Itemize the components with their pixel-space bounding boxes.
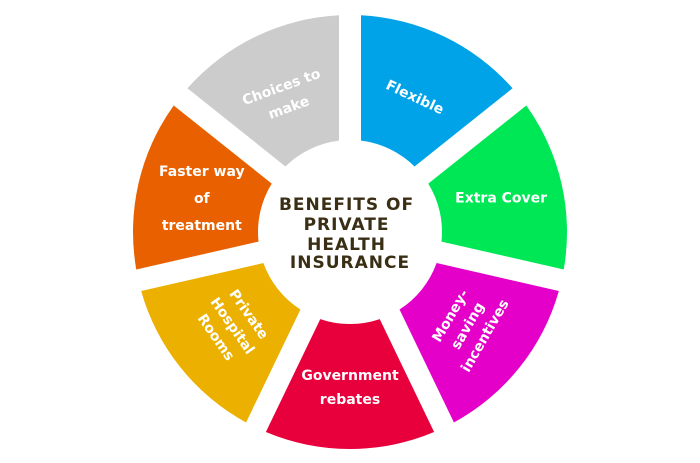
- segment-label-faster-way-of-treatment: Faster way of treatment: [159, 164, 245, 234]
- center-title-line: INSURANCE: [290, 253, 410, 273]
- segment-label-line: of: [194, 191, 211, 207]
- center-title: BENEFITS OF PRIVATE HEALTH INSURANCE: [279, 195, 421, 273]
- segment-label-extra-cover: Extra Cover: [455, 191, 547, 207]
- center-title-line: HEALTH: [307, 235, 386, 255]
- segment-label-government-rebates: Government rebates: [301, 368, 399, 408]
- segment-government-rebates: [265, 319, 435, 449]
- segment-faster-way-of-treatment: [132, 105, 272, 270]
- segment-label-line: rebates: [320, 392, 380, 408]
- segment-money-saving-incentives: [399, 263, 559, 423]
- segment-label-line: treatment: [162, 218, 242, 234]
- center-title-line: PRIVATE: [304, 215, 390, 235]
- segment-private-hospital-rooms: [141, 263, 301, 423]
- segment-label-line: Government: [301, 368, 399, 384]
- segment-flexible: [361, 15, 513, 167]
- segment-choices-to-make: [187, 15, 339, 167]
- center-title-line: BENEFITS OF: [279, 195, 414, 215]
- segment-label-line: Extra Cover: [455, 191, 547, 207]
- segment-extra-cover: [428, 105, 567, 270]
- segment-label-line: Faster way: [159, 164, 245, 180]
